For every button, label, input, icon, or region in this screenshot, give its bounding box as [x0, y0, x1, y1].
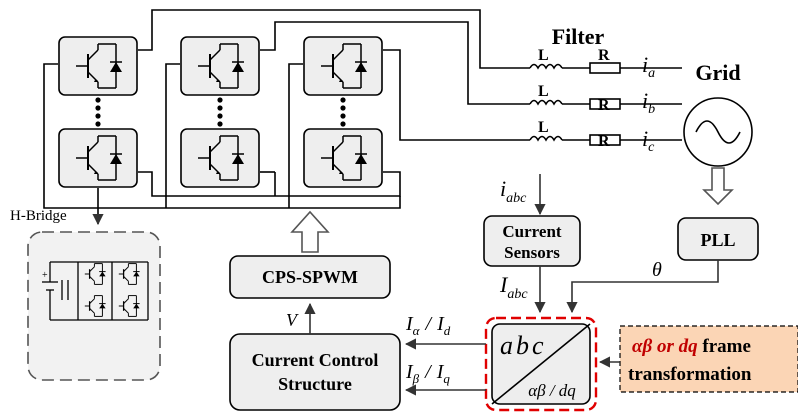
inductor-label-c: L — [538, 119, 549, 136]
iabc-label: iabc — [500, 176, 527, 206]
current-ic: ic — [642, 126, 655, 155]
power-wiring — [43, 9, 530, 226]
transformation-callout: αβ or dq frame transformation — [619, 325, 798, 393]
grid-source-icon — [683, 97, 753, 167]
ellipsis-dots — [95, 97, 346, 127]
ialpha-id-label: Iα/Id — [405, 313, 451, 338]
current-control-line2: Structure — [278, 374, 352, 394]
current-sensors-block: Current Sensors — [483, 215, 581, 267]
theta-signal — [566, 260, 719, 314]
transform-block: abc αβ / dq — [484, 316, 598, 412]
Iabc-label: Iabc — [499, 272, 528, 302]
resistor-label-c: R — [598, 133, 610, 150]
pll-block: PLL — [677, 217, 759, 261]
resistor-label-a: R — [598, 47, 610, 64]
ibeta-iq-label: Iβ/Iq — [405, 361, 450, 386]
cps-spwm-label: CPS-SPWM — [262, 267, 358, 287]
inductor-label-b: L — [538, 83, 549, 100]
theta-label: θ — [652, 259, 662, 281]
module-phase-c-bottom — [303, 128, 383, 188]
callout-line1: αβ or dq frame — [632, 336, 751, 357]
filter-labels: L R L R L R — [538, 47, 610, 150]
svg-text:+: + — [42, 270, 48, 281]
filter-branches — [529, 62, 682, 146]
spwm-to-modules-arrow — [290, 210, 330, 253]
v-label: V — [286, 310, 299, 330]
inverter-modules — [58, 36, 383, 188]
module-phase-b-top — [180, 36, 260, 96]
phase-current-labels: ia ib ic — [642, 52, 655, 155]
grid-label: Grid — [695, 60, 740, 85]
module-phase-a-bottom — [58, 128, 138, 188]
current-ia: ia — [642, 52, 655, 81]
current-ib: ib — [642, 88, 655, 117]
inductor-label-a: L — [538, 47, 549, 64]
current-control-line1: Current Control — [252, 350, 379, 370]
callout-line2: transformation — [628, 364, 752, 385]
module-phase-c-top — [303, 36, 383, 96]
transform-alphabeta-dq: αβ / dq — [528, 381, 576, 400]
pll-label: PLL — [700, 230, 735, 250]
resistor-label-b: R — [598, 97, 610, 114]
current-sensors-line1: Current — [502, 222, 562, 241]
h-bridge-label: H-Bridge — [10, 208, 67, 224]
grid-to-pll-arrow — [702, 167, 734, 206]
transform-abc: abc — [500, 331, 547, 360]
filter-title: Filter — [552, 24, 605, 49]
cps-spwm-block: CPS-SPWM — [229, 255, 391, 299]
h-bridge-detail: + — [27, 231, 161, 381]
current-control-block: Current Control Structure — [229, 333, 401, 411]
module-phase-a-top — [58, 36, 138, 96]
module-phase-b-bottom — [180, 128, 260, 188]
current-sensors-line2: Sensors — [504, 243, 560, 262]
